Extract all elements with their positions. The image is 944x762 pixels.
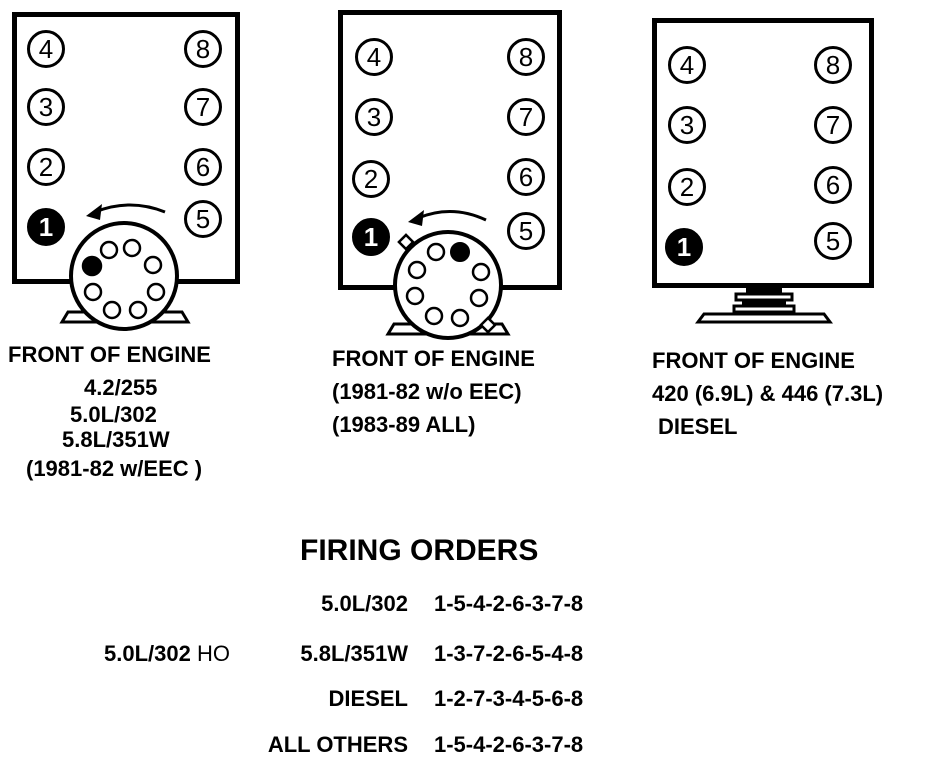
cylinder-6: 6 <box>184 148 222 186</box>
cylinder-8: 8 <box>507 38 545 76</box>
cylinder-7: 7 <box>507 98 545 136</box>
firing-order-row: 5.0L/302 1-5-4-2-6-3-7-8 <box>0 591 944 621</box>
firing-orders-title: FIRING ORDERS <box>300 534 539 567</box>
engine-label: ALL OTHERS <box>267 732 408 757</box>
application-line: 5.8L/351W <box>62 427 170 452</box>
cylinder-3: 3 <box>355 98 393 136</box>
cylinder-6: 6 <box>814 166 852 204</box>
firing-order-value: 1-5-4-2-6-3-7-8 <box>434 732 584 757</box>
cylinder-8: 8 <box>814 46 852 84</box>
ho-suffix: HO <box>196 641 230 666</box>
firing-order-row: 5.0L/302 HO 5.8L/351W 1-3-7-2-6-5-4-8 <box>0 641 944 671</box>
rotation-arrow <box>94 203 166 214</box>
application-line: 4.2/255 <box>84 375 158 400</box>
caption-middle: FRONT OF ENGINE (1981-82 w/o EEC) (1983-… <box>332 342 592 441</box>
engine-label: DIESEL <box>328 686 408 711</box>
front-of-engine-label: FRONT OF ENGINE <box>652 348 855 373</box>
cylinder-5: 5 <box>184 200 222 238</box>
application-line: 420 (6.9L) & 446 (7.3L) <box>652 381 884 406</box>
cylinder-5: 5 <box>814 222 852 260</box>
front-of-engine-label: FRONT OF ENGINE <box>8 342 211 367</box>
cylinder-4: 4 <box>27 30 65 68</box>
engine-prefix: 5.0L/302 <box>104 641 191 666</box>
cylinder-1: 1 <box>352 218 390 256</box>
cylinder-2: 2 <box>352 160 390 198</box>
cylinder-1: 1 <box>27 208 65 246</box>
distributor-cap <box>393 230 503 340</box>
firing-order-row: DIESEL 1-2-7-3-4-5-6-8 <box>0 686 944 716</box>
cylinder-4: 4 <box>668 46 706 84</box>
cylinder-7: 7 <box>814 106 852 144</box>
rotation-arrow <box>417 209 487 222</box>
distributor-cap <box>69 221 179 331</box>
application-line: DIESEL <box>658 414 738 439</box>
cylinder-7: 7 <box>184 88 222 126</box>
front-of-engine-label: FRONT OF ENGINE <box>332 346 535 371</box>
cylinder-2: 2 <box>27 148 65 186</box>
firing-order-value: 1-2-7-3-4-5-6-8 <box>434 686 584 711</box>
cylinder-3: 3 <box>668 106 706 144</box>
application-line: (1981-82 w/EEC ) <box>26 456 203 481</box>
application-line: 5.0L/302 <box>70 402 157 427</box>
engine-prefix-label: 5.0L/302 HO <box>104 641 230 667</box>
application-line: (1981-82 w/o EEC) <box>332 379 522 404</box>
rotation-arrowhead <box>86 204 102 220</box>
cylinder-4: 4 <box>355 38 393 76</box>
firing-order-row: ALL OTHERS 1-5-4-2-6-3-7-8 <box>0 732 944 762</box>
cylinder-8: 8 <box>184 30 222 68</box>
application-line: (1983-89 ALL) <box>332 412 476 437</box>
cylinder-3: 3 <box>27 88 65 126</box>
cylinder-2: 2 <box>668 168 706 206</box>
caption-left: FRONT OF ENGINE 4.2/255 5.0L/302 5.8L/35… <box>8 338 248 485</box>
rotation-arrowhead <box>408 210 424 226</box>
firing-order-value: 1-3-7-2-6-5-4-8 <box>434 641 584 666</box>
cylinder-5: 5 <box>507 212 545 250</box>
caption-right: FRONT OF ENGINE 420 (6.9L) & 446 (7.3L) … <box>652 344 942 443</box>
cylinder-1: 1 <box>665 228 703 266</box>
firing-order-value: 1-5-4-2-6-3-7-8 <box>434 591 584 616</box>
engine-label: 5.0L/302 <box>321 591 408 616</box>
cylinder-6: 6 <box>507 158 545 196</box>
engine-label: 5.8L/351W <box>300 641 408 666</box>
